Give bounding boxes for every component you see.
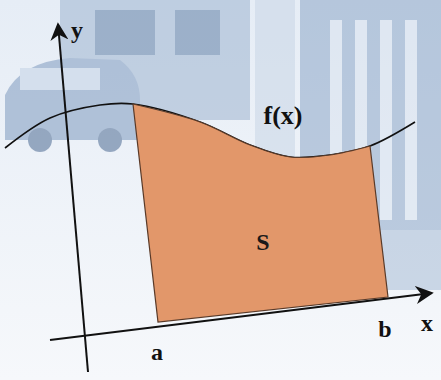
axis-label: x	[421, 311, 433, 335]
area-region: S	[128, 98, 394, 330]
region-label: S	[256, 230, 269, 254]
bound-label: b	[378, 317, 391, 341]
y-axis	[58, 24, 88, 372]
region-fill	[133, 104, 388, 322]
region-shape	[128, 98, 394, 330]
axis-label: y	[71, 18, 83, 42]
function-label: f(x)	[264, 103, 303, 129]
bound-label: a	[151, 340, 163, 364]
